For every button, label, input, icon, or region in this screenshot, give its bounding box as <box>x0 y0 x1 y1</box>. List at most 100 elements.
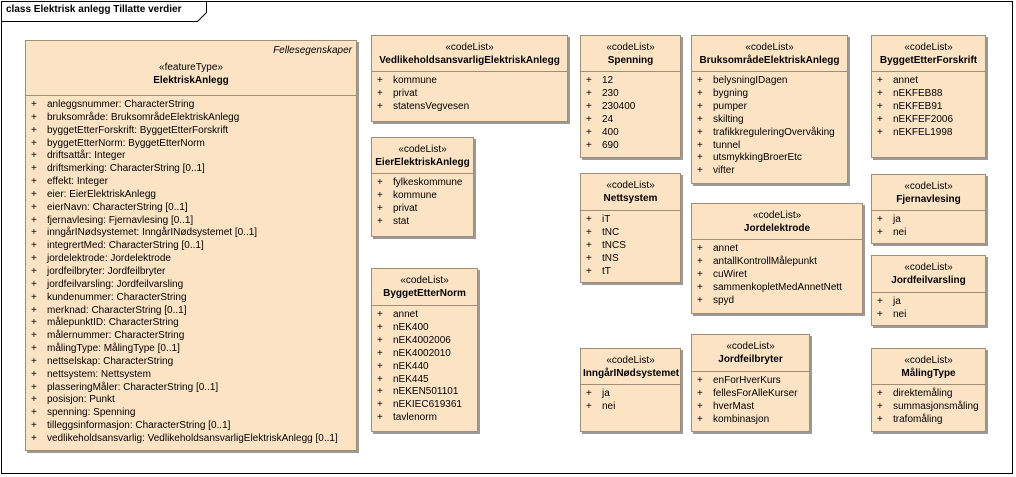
attribute-item: bruksområde: BruksområdeElektriskAnlegg <box>26 112 356 125</box>
code-value-item: nEKFEB88 <box>872 88 985 101</box>
class-name: Jordelektrode <box>743 223 811 234</box>
attribute-item: fjernavlesing: Fjernavlesing [0..1] <box>26 215 356 228</box>
class-name: VedlikeholdsansvarligElektriskAnlegg <box>379 55 560 66</box>
code-value-item: hverMast <box>692 401 809 414</box>
value-list: annetnEK400nEK4002006nEK4002010nEK440nEK… <box>372 306 477 425</box>
value-list: janei <box>872 293 985 322</box>
class-name: ByggetEtterForskrift <box>879 55 978 66</box>
code-value-item: tunnel <box>692 140 847 153</box>
code-value-item: 12 <box>581 75 680 88</box>
class-nettsystem[interactable]: «codeList» Nettsystem iTtNCtNCStNStT <box>580 173 681 283</box>
class-jordfeilvarsling[interactable]: «codeList» Jordfeilvarsling janei <box>871 255 986 326</box>
value-list: iTtNCtNCStNStT <box>581 211 680 279</box>
class-name: InngårINødsystemet <box>583 368 680 379</box>
class-elektriskanlegg[interactable]: Fellesegenskaper «featureType» Elektrisk… <box>25 40 357 451</box>
attribute-item: nettselskap: CharacterString <box>26 356 356 369</box>
attribute-item: byggetEtterNorm: ByggetEtterNorm <box>26 138 356 151</box>
attribute-item: kundenummer: CharacterString <box>26 292 356 305</box>
class-name: Fjernavlesing <box>896 194 961 205</box>
class-vedlikeholdsansvarlig[interactable]: «codeList» VedlikeholdsansvarligElektris… <box>371 35 568 122</box>
code-value-item: 400 <box>581 127 680 140</box>
frame-title-tab <box>2 2 207 22</box>
code-value-item: nEK4002010 <box>372 348 477 361</box>
code-value-item: utsmykkingBroerEtc <box>692 152 847 165</box>
code-value-item: nEKFEB91 <box>872 101 985 114</box>
code-value-item: tNC <box>581 227 680 240</box>
value-list: belysningIDagenbygningpumperskiltingtraf… <box>692 72 847 178</box>
attribute-item: nettsystem: Nettsystem <box>26 369 356 382</box>
class-stereotype: «codeList» <box>745 42 794 53</box>
code-value-item: annet <box>872 75 985 88</box>
code-value-item: ja <box>872 214 985 227</box>
code-value-item: tNCS <box>581 240 680 253</box>
attribute-item: anleggsnummer: CharacterString <box>26 99 356 112</box>
code-value-item: sammenkopletMedAnnetNett <box>692 282 862 295</box>
code-value-item: ja <box>872 296 985 309</box>
code-value-item: fellesForAlleKurser <box>692 388 809 401</box>
code-value-item: tavlenorm <box>372 412 477 425</box>
value-list: 1223023040024400690 <box>581 72 680 152</box>
code-value-item: nEK400 <box>372 322 477 335</box>
code-value-item: nEK4002006 <box>372 335 477 348</box>
code-value-item: vifter <box>692 165 847 178</box>
attribute-item: vedlikeholdsansvarlig: Vedlikeholdsansva… <box>26 433 356 446</box>
code-value-item: skilting <box>692 114 847 127</box>
code-value-item: belysningIDagen <box>692 75 847 88</box>
class-stereotype: «codeList» <box>904 42 953 53</box>
attribute-item: jordfeilbryter: Jordfeilbryter <box>26 266 356 279</box>
value-list: kommuneprivatstatensVegvesen <box>372 72 567 114</box>
attribute-item: inngårINødsystemet: InngårINødsystemet [… <box>26 227 356 240</box>
class-name: Jordfeilvarsling <box>891 275 966 286</box>
class-fjernavlesing[interactable]: «codeList» Fjernavlesing janei <box>871 174 986 244</box>
attribute-item: eier: EierElektriskAnlegg <box>26 189 356 202</box>
code-value-item: trafikkreguleringOvervåking <box>692 127 847 140</box>
code-value-item: ja <box>581 388 680 401</box>
attribute-item: posisjon: Punkt <box>26 394 356 407</box>
code-value-item: fylkeskommune <box>372 177 473 190</box>
code-value-item: spyd <box>692 295 862 308</box>
class-jordelektrode[interactable]: «codeList» Jordelektrode annetantallKont… <box>691 203 863 314</box>
code-value-item: nEK440 <box>372 361 477 374</box>
code-value-item: privat <box>372 203 473 216</box>
attribute-item: tilleggsinformasjon: CharacterString [0.… <box>26 420 356 433</box>
class-stereotype: «codeList» <box>606 180 655 191</box>
code-value-item: kombinasjon <box>692 414 809 427</box>
class-stereotype: «codeList» <box>445 42 494 53</box>
code-value-item: annet <box>692 243 862 256</box>
attribute-item: spenning: Spenning <box>26 407 356 420</box>
attribute-item: merknad: CharacterString [0..1] <box>26 305 356 318</box>
code-value-item: tNS <box>581 253 680 266</box>
class-stereotype: «codeList» <box>904 355 953 366</box>
attribute-item: plasseringMåler: CharacterString [0..1] <box>26 382 356 395</box>
class-stereotype: «codeList» <box>752 210 802 221</box>
class-bruksomradeelektriskanlegg[interactable]: «codeList» BruksområdeElektriskAnlegg be… <box>691 35 848 184</box>
code-value-item: nEKFEL1998 <box>872 127 985 140</box>
code-value-item: nEKIEC619361 <box>372 399 477 412</box>
class-name: MålingType <box>901 368 956 379</box>
class-name: EierElektriskAnlegg <box>375 157 470 168</box>
value-list: annetnEKFEB88nEKFEB91nEKFEF2006nEKFEL199… <box>872 72 985 140</box>
code-value-item: nei <box>872 309 985 322</box>
code-value-item: cuWiret <box>692 269 862 282</box>
class-byggetetternorm[interactable]: «codeList» ByggetEtterNorm annetnEK400nE… <box>371 268 478 432</box>
class-inngaarinodsystemet[interactable]: «codeList» InngårINødsystemet janei <box>580 348 681 432</box>
code-value-item: kommune <box>372 190 473 203</box>
attribute-item: byggetEtterForskrift: ByggetEtterForskri… <box>26 125 356 138</box>
code-value-item: trafomåling <box>872 414 985 427</box>
class-stereotype: «featureType» <box>159 62 223 73</box>
code-value-item: nEK445 <box>372 374 477 387</box>
code-value-item: privat <box>372 88 567 101</box>
class-stereotype: «codeList» <box>904 262 953 273</box>
code-value-item: tT <box>581 266 680 279</box>
code-value-item: 24 <box>581 114 680 127</box>
class-stereotype: «codeList» <box>726 341 775 352</box>
attribute-item: driftsattår: Integer <box>26 150 356 163</box>
class-eierelektriskanlegg[interactable]: «codeList» EierElektriskAnlegg fylkeskom… <box>371 137 474 237</box>
value-list: direktemålingsummasjonsmålingtrafomåling <box>872 385 985 427</box>
class-byggetetterforskrift[interactable]: «codeList» ByggetEtterForskrift annetnEK… <box>871 35 986 158</box>
class-jordfeilbryter[interactable]: «codeList» Jordfeilbryter enForHverKursf… <box>691 334 810 432</box>
class-malingtype[interactable]: «codeList» MålingType direktemålingsumma… <box>871 348 986 432</box>
package-label: Fellesegenskaper <box>273 45 352 56</box>
class-spenning[interactable]: «codeList» Spenning 1223023040024400690 <box>580 35 681 158</box>
